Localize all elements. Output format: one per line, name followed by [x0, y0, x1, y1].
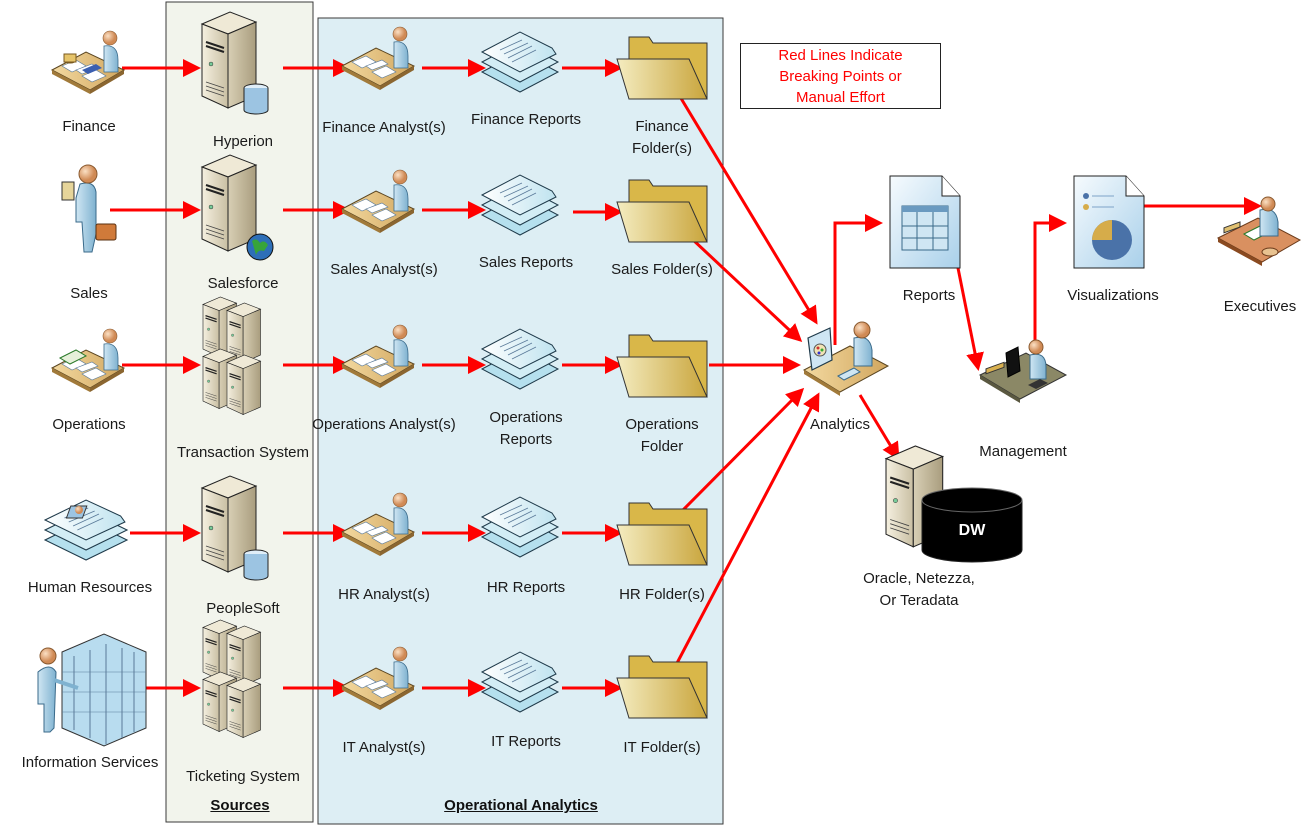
transaction-server-cluster-icon	[203, 297, 260, 415]
it-folder-icon	[616, 655, 708, 719]
dw-badge: DW	[958, 522, 986, 539]
executives-person-at-desk-icon	[1216, 196, 1302, 266]
arrow-hr-folder-to-analytics	[679, 387, 805, 514]
folder-label: Finance	[635, 118, 689, 135]
dw-database-cylinder-icon	[921, 487, 1023, 563]
source-label: Ticketing System	[186, 768, 300, 785]
sales-person-with-briefcase-icon	[61, 164, 117, 253]
legend-line: Breaking Points or	[779, 68, 902, 85]
reports-label: IT Reports	[491, 733, 561, 750]
management-label: Management	[979, 443, 1067, 460]
legend-line: Manual Effort	[796, 89, 885, 106]
finance-folder-icon	[616, 36, 708, 100]
analyst-label: IT Analyst(s)	[342, 739, 426, 756]
department-label: Human Resources	[27, 579, 153, 596]
visualizations-document-chart-icon	[1073, 175, 1145, 269]
operational-analytics-group-title: Operational Analytics	[444, 797, 598, 814]
reports-document-table-icon	[889, 175, 961, 269]
folder-label: IT Folder(s)	[623, 739, 701, 756]
reports-label: Operations	[489, 409, 563, 426]
analytics-label: Analytics	[809, 416, 871, 433]
arrow-analytics-to-reports	[833, 214, 883, 345]
folder-label: Sales Folder(s)	[611, 261, 713, 278]
reports-output-label: Reports	[902, 287, 956, 304]
analyst-label: Finance Analyst(s)	[322, 119, 446, 136]
arrow-management-to-visualizations	[1033, 214, 1067, 342]
analyst-label: Operations Analyst(s)	[312, 416, 456, 433]
folder-label: Folder(s)	[631, 140, 693, 157]
ticketing-server-cluster-icon	[203, 620, 260, 738]
visualizations-label: Visualizations	[1067, 287, 1159, 304]
department-label: Information Services	[21, 754, 159, 771]
operations-person-at-desk-icon	[51, 328, 125, 393]
warehouse-label: Oracle, Netezza,	[863, 570, 975, 587]
source-label: Transaction System	[177, 444, 309, 461]
reports-label: HR Reports	[486, 579, 566, 596]
operations-folder-icon	[616, 334, 708, 398]
folder-label: Folder	[640, 438, 684, 455]
finance-person-at-desk-icon	[51, 30, 125, 95]
analyst-label: Sales Analyst(s)	[330, 261, 438, 278]
analytics-person-at-computer-icon	[802, 321, 890, 396]
source-label: Salesforce	[207, 275, 279, 292]
source-label: PeopleSoft	[206, 600, 280, 617]
department-label: Sales	[70, 285, 108, 302]
person-at-server-rack-icon	[37, 633, 147, 747]
analyst-label: HR Analyst(s)	[338, 586, 430, 603]
arrow-reports-to-management	[956, 267, 984, 371]
reports-label: Finance Reports	[470, 111, 582, 128]
hr-folder-icon	[616, 502, 708, 566]
warehouse-label: Or Teradata	[879, 592, 959, 609]
salesforce-web-server-icon	[201, 154, 274, 261]
hr-documents-icon	[44, 499, 128, 561]
management-person-at-computer-icon	[978, 339, 1068, 403]
sources-group-title: Sources	[210, 797, 270, 814]
arrow-finance-folder-to-analytics	[677, 94, 818, 325]
sales-folder-icon	[616, 179, 708, 243]
arrow-analytics-to-warehouse	[858, 394, 900, 461]
department-label: Operations	[52, 416, 126, 433]
executives-label: Executives	[1223, 298, 1297, 315]
legend-box: Red Lines Indicate Breaking Points or Ma…	[740, 43, 941, 109]
legend-line: Red Lines Indicate	[778, 47, 903, 64]
reports-label: Sales Reports	[478, 254, 574, 271]
folder-label: Operations	[625, 416, 699, 433]
source-label: Hyperion	[212, 133, 274, 150]
department-label: Finance	[62, 118, 116, 135]
folder-label: HR Folder(s)	[619, 586, 705, 603]
reports-label: Reports	[499, 431, 553, 448]
arrow-sales-folder-to-analytics	[689, 236, 803, 343]
arrow-it-folder-to-analytics	[674, 392, 820, 666]
